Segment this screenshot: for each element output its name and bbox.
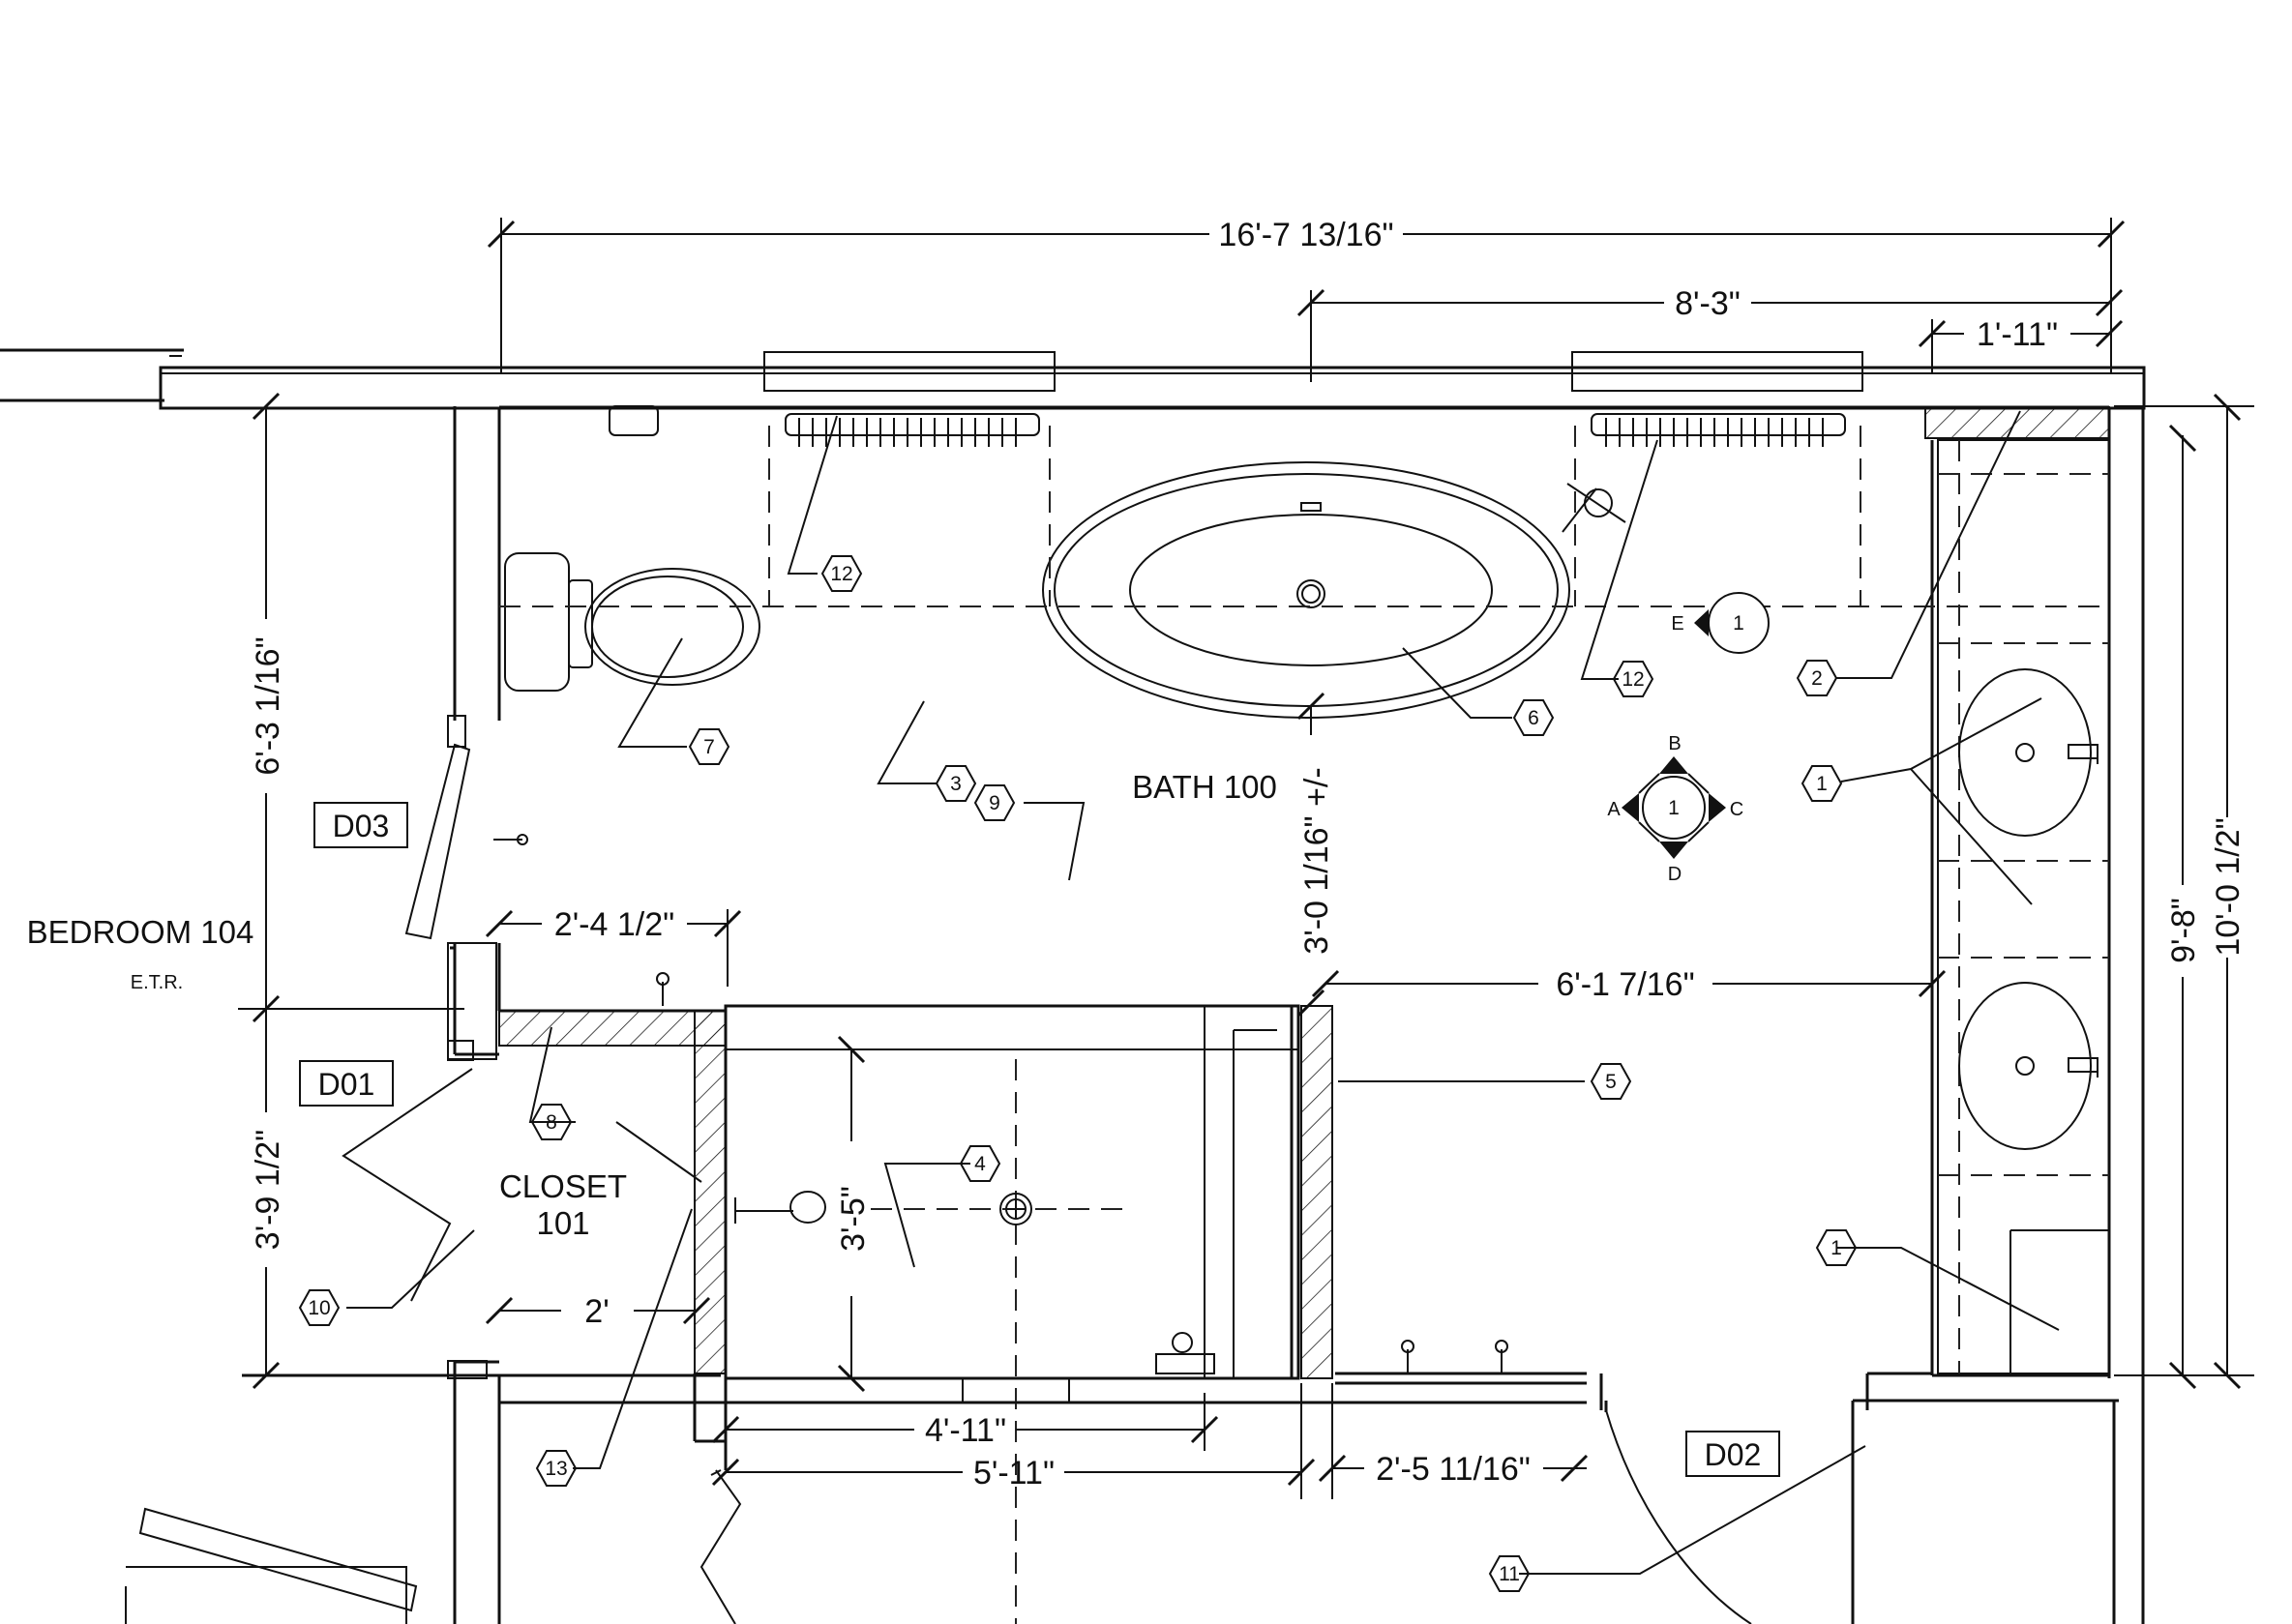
keynote-9: 9 — [989, 792, 1000, 814]
keynote-1-lower: 1 — [1831, 1237, 1842, 1259]
sink-upper-icon — [1958, 668, 2099, 837]
door-d02-swing — [1605, 1409, 1752, 1624]
dim-left-upper: 6'-3 1/16" — [250, 636, 286, 775]
sink-lower-icon — [1958, 982, 2099, 1150]
room-label-bedroom: BEDROOM 104 — [27, 914, 254, 950]
dim-width-vanity: 1'-11" — [1977, 316, 2058, 353]
elevation-marker-number: 1 — [1668, 797, 1680, 819]
dim-bath-depth: 3'-0 1/16" +/- — [1298, 767, 1335, 954]
dim-shower-outer: 5'-11" — [973, 1455, 1055, 1491]
dim-right-inner: 9'-8" — [2165, 898, 2202, 963]
dim-overall-width: 16'-7 13/16" — [1218, 217, 1393, 253]
shower — [724, 1004, 1333, 1624]
dim-shower-depth: 3'-5" — [835, 1186, 872, 1252]
door-tag-d03: D03 — [333, 809, 390, 843]
door-d03-swing — [404, 743, 471, 940]
dimension-lines — [252, 218, 2254, 1499]
dim-left-lower: 3'-9 1/2" — [250, 1130, 286, 1250]
dim-shower-inner: 4'-11" — [925, 1412, 1006, 1449]
vanity — [1937, 439, 2110, 1374]
exterior-wall-top — [0, 348, 2146, 410]
door-tag-d01: D01 — [318, 1067, 375, 1102]
keynote-4: 4 — [974, 1153, 986, 1175]
room-label-bath: BATH 100 — [1132, 769, 1277, 805]
door-lower-left — [125, 1507, 418, 1624]
wall-fixtures — [493, 834, 1508, 1373]
elevation-marker-a: A — [1607, 799, 1621, 820]
dim-door-to-wall: 2'-4 1/2" — [554, 906, 674, 943]
shower-valve-icon — [1155, 1332, 1215, 1374]
dim-right-outer: 10'-0 1/2" — [2210, 817, 2247, 956]
door-tag-d02: D02 — [1705, 1437, 1762, 1472]
keynote-hexagons — [298, 555, 1858, 1592]
keynote-3: 3 — [950, 773, 962, 795]
dim-closet-width: 2' — [584, 1293, 609, 1330]
door-d01-swing — [342, 1068, 473, 1302]
closet-walls — [453, 1010, 1587, 1624]
section-marker — [1694, 592, 1770, 654]
keynote-10: 10 — [308, 1297, 330, 1319]
keynote-5: 5 — [1605, 1071, 1617, 1093]
radiator-right-icon — [1591, 413, 1846, 447]
elevation-marker-b: B — [1668, 733, 1681, 754]
bedroom-walls — [238, 406, 497, 1379]
shower-head-icon — [734, 1191, 826, 1224]
radiator-left-icon — [785, 413, 1040, 447]
keynote-12-left: 12 — [830, 563, 852, 585]
keynote-1-upper: 1 — [1816, 773, 1828, 795]
keynote-11: 11 — [1499, 1563, 1520, 1585]
keynote-8: 8 — [546, 1111, 557, 1134]
section-marker-number: 1 — [1733, 612, 1744, 635]
room-label-bedroom-note: E.T.R. — [131, 972, 183, 993]
dim-door-offset: 2'-5 11/16" — [1376, 1451, 1531, 1488]
dim-shower-to-vanity: 6'-1 7/16" — [1556, 966, 1694, 1003]
overhead-dashed-lines — [499, 426, 2109, 607]
shower-drain-icon — [999, 1193, 1032, 1225]
bathtub-icon — [1042, 461, 1626, 719]
elevation-marker — [1622, 756, 1726, 859]
door-closet-lower — [700, 1469, 742, 1624]
dim-width-right: 8'-3" — [1675, 285, 1741, 322]
toilet-icon — [504, 405, 760, 692]
keynote-13: 13 — [545, 1458, 567, 1480]
room-label-closet-number: 101 — [536, 1205, 589, 1241]
door-tag-boxes — [299, 802, 1780, 1477]
keynote-2: 2 — [1811, 667, 1823, 690]
elevation-marker-d: D — [1668, 864, 1682, 885]
keynote-7: 7 — [703, 736, 715, 758]
keynote-leaders — [346, 410, 2060, 1575]
section-marker-letter: E — [1671, 613, 1683, 635]
keynote-6: 6 — [1528, 707, 1539, 729]
room-label-closet: CLOSET — [499, 1168, 627, 1204]
elevation-marker-c: C — [1730, 799, 1743, 820]
keynote-12-right: 12 — [1622, 668, 1644, 691]
